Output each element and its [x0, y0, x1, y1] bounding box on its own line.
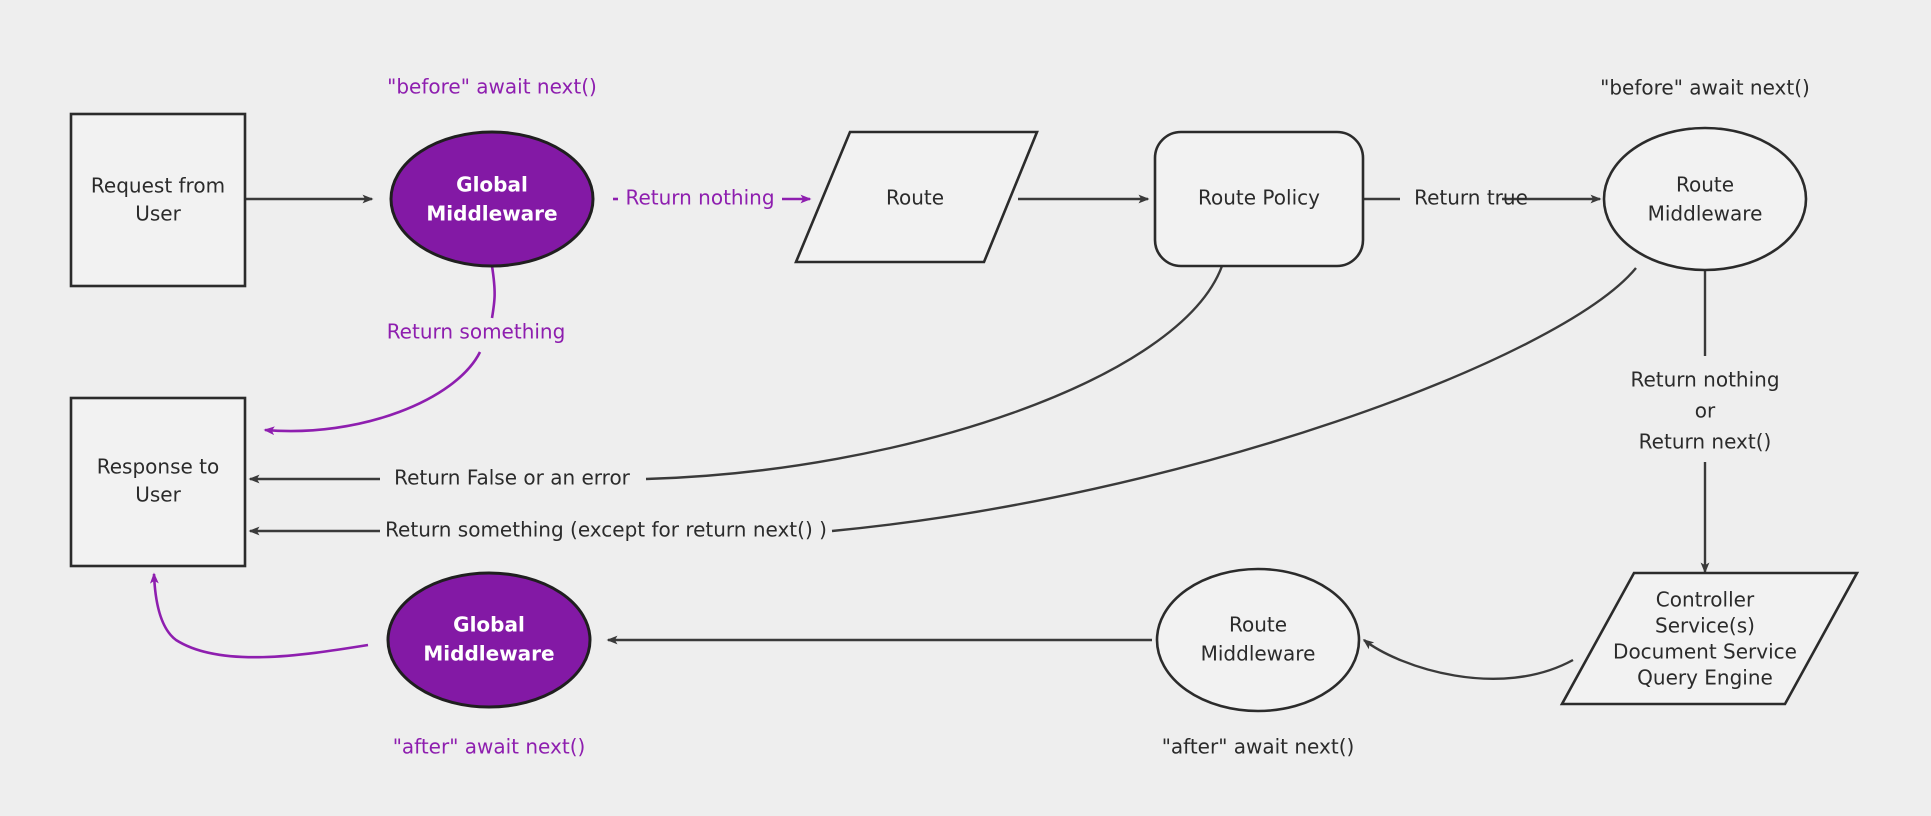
- node-route-mw-bottom-label-line2: Middleware: [1201, 642, 1316, 666]
- node-request-label-line2: User: [135, 202, 181, 226]
- annotation-before-await-next-route: "before" await next(): [1600, 76, 1810, 100]
- node-route-middleware-top[interactable]: Route Middleware: [1602, 126, 1808, 272]
- node-route-policy[interactable]: Route Policy: [1153, 130, 1365, 268]
- node-global-mw-top-label-line2: Middleware: [426, 202, 557, 226]
- edge-label-return-nothing-or-line1: Return nothing: [1630, 368, 1779, 392]
- edge-global-middleware-bottom-to-response: [149, 572, 369, 659]
- edge-label-return-false-or-error: Return False or an error: [394, 466, 631, 490]
- node-controller-label-line2: Service(s): [1655, 614, 1755, 638]
- edge-label-return-something-except: Return something (except for return next…: [385, 518, 827, 542]
- edge-label-return-nothing-or-line3: Return next(): [1639, 430, 1772, 454]
- edge-controller-to-route-middleware-bottom: [1362, 639, 1574, 680]
- node-route-mw-top-label-line1: Route: [1676, 173, 1734, 197]
- node-request-from-user[interactable]: Request from User: [69, 112, 247, 288]
- node-controller-services[interactable]: Controller Service(s) Document Service Q…: [1559, 571, 1860, 706]
- node-response-label-line2: User: [135, 483, 181, 507]
- node-controller-label-line4: Query Engine: [1637, 666, 1773, 690]
- node-route-mw-top-label-line2: Middleware: [1648, 202, 1763, 226]
- edge-global-mw-return-something-stub: [490, 265, 496, 319]
- node-route-policy-label: Route Policy: [1198, 186, 1320, 210]
- annotation-after-await-next-route: "after" await next(): [1162, 735, 1355, 759]
- node-global-mw-bottom-label-line1: Global: [453, 613, 525, 637]
- edge-label-return-true: Return true: [1414, 186, 1528, 210]
- node-controller-label-line3: Document Service: [1613, 640, 1797, 664]
- edge-route-policy-to-response-curve: [645, 265, 1224, 481]
- annotation-after-await-next-global: "after" await next(): [393, 735, 586, 759]
- node-route-label: Route: [886, 186, 944, 210]
- node-global-mw-top-label-line1: Global: [456, 173, 528, 197]
- node-response-label-line1: Response to: [97, 455, 220, 479]
- node-route-middleware-bottom[interactable]: Route Middleware: [1155, 567, 1361, 713]
- edge-route-mw-to-response-curve: [831, 267, 1637, 533]
- node-global-middleware-top[interactable]: Global Middleware: [389, 130, 595, 268]
- node-route-mw-bottom-label-line1: Route: [1229, 613, 1287, 637]
- node-global-mw-bottom-label-line2: Middleware: [423, 642, 554, 666]
- node-request-label-line1: Request from: [91, 174, 225, 198]
- edge-label-return-nothing-or-line2: or: [1695, 399, 1716, 423]
- edge-global-middleware-to-response-return-something: [263, 351, 482, 436]
- edge-label-return-nothing: Return nothing: [625, 186, 774, 210]
- node-controller-label-line1: Controller: [1656, 588, 1755, 612]
- annotation-before-await-next-global: "before" await next(): [387, 75, 597, 99]
- edge-label-return-something: Return something: [387, 320, 566, 344]
- node-route[interactable]: Route: [794, 130, 1039, 264]
- node-response-to-user[interactable]: Response to User: [69, 396, 247, 568]
- node-global-middleware-bottom[interactable]: Global Middleware: [386, 571, 592, 709]
